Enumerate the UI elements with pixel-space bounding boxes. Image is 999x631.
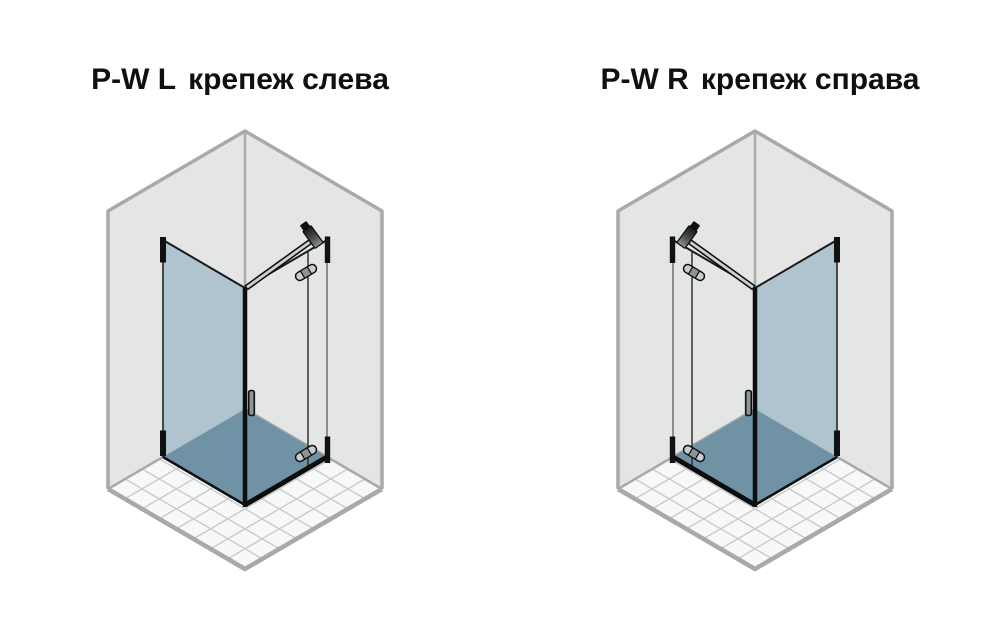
model-code-right: P-W R <box>600 63 689 96</box>
shower-diagram-left <box>108 131 382 569</box>
mounting-caption-right: крепеж справа <box>700 63 920 96</box>
shower-diagram-right <box>618 131 892 569</box>
diagram-title-right: P-W R крепеж справа <box>520 63 999 97</box>
diagram-title-left: P-W L крепеж слева <box>0 63 480 97</box>
mounting-caption-left: крепеж слева <box>188 63 389 96</box>
model-code-left: P-W L <box>91 63 177 96</box>
